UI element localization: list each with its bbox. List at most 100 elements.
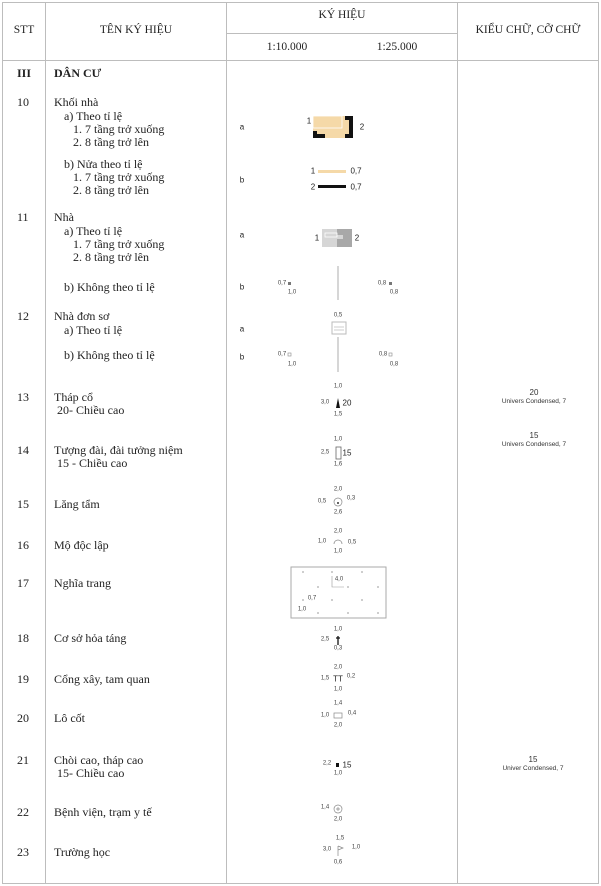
symbol-name-line: 1. 7 tầng trở xuống	[73, 237, 165, 251]
building-line-dark	[318, 185, 346, 188]
tower-icon	[336, 398, 340, 408]
dimension-label: 15	[342, 448, 352, 458]
dimension-label: 1,0	[317, 538, 327, 545]
dimension-label: 0,8	[377, 280, 387, 287]
row-number: 19	[17, 672, 29, 686]
font-style-name: Univer Condensed, 7	[502, 765, 564, 772]
row-number: 13	[17, 390, 29, 404]
dimension-label: 2,0	[333, 486, 343, 493]
dimension-label: 0,6	[333, 859, 343, 866]
variant-letter: a	[239, 324, 245, 334]
dimension-label: 0,7	[277, 280, 287, 287]
dimension-label: 2,6	[333, 509, 343, 516]
symbol-name-line: Trường học	[54, 845, 111, 859]
tomb-icon	[333, 497, 343, 507]
symbol-name-line: b) Không theo tỉ lệ	[64, 348, 155, 362]
dimension-label: 1,4	[320, 804, 330, 811]
row-number: 18	[17, 631, 29, 645]
dimension-label: 2	[354, 233, 360, 243]
monument-icon	[335, 446, 342, 460]
dimension-label: 2,5	[320, 636, 330, 643]
dimension-label: 1,5	[335, 835, 345, 842]
dimension-label: 0,8	[378, 351, 388, 358]
symbol-name-line: Lô cốt	[54, 711, 85, 725]
symbol-name-line: Cổng xây, tam quan	[54, 672, 150, 686]
header-scale-10000: 1:10.000	[266, 41, 308, 53]
dimension-label: 1,4	[333, 700, 343, 707]
dimension-label: 4,0	[334, 576, 344, 583]
school-flag-icon	[337, 845, 344, 856]
symbol-name-line: Chòi cao, tháp cao	[54, 753, 144, 767]
dimension-label: 1	[306, 116, 312, 126]
dimension-label: 3,0	[320, 399, 330, 406]
symbol-name-line: Nhà	[54, 210, 74, 224]
variant-letter: a	[239, 230, 245, 240]
dimension-label: 1,0	[333, 686, 343, 693]
bunker-icon	[333, 712, 343, 719]
dimension-label: 2	[359, 122, 365, 132]
grave-icon	[333, 539, 343, 545]
row-number: 15	[17, 497, 29, 511]
dimension-label: 1,0	[333, 770, 343, 777]
symbol-name-line: 1. 7 tầng trở xuống	[73, 122, 165, 136]
symbol-name-line: 20- Chiều cao	[57, 403, 125, 417]
symbol-name-line: 15- Chiều cao	[57, 766, 125, 780]
dimension-label: 0,4	[347, 710, 357, 717]
variant-letter: b	[239, 352, 245, 362]
hospital-icon	[333, 804, 343, 814]
header-symbol: KÝ HIỆU	[318, 9, 366, 21]
building-line-light	[318, 170, 346, 173]
symbol-name-line: a) Theo tỉ lệ	[64, 323, 123, 337]
dimension-label: 0,8	[389, 289, 399, 296]
dimension-label: 0,5	[333, 312, 343, 319]
dimension-label: 1,0	[320, 712, 330, 719]
dimension-label: 0,3	[346, 495, 356, 502]
variant-letter: b	[239, 282, 245, 292]
symbol-name-line: a) Theo tỉ lệ	[64, 109, 123, 123]
section-number: III	[17, 66, 32, 80]
row-number: 10	[17, 95, 29, 109]
header-subdivider	[226, 33, 457, 34]
symbol-name-line: Bệnh viện, trạm y tế	[54, 805, 152, 819]
dimension-label: 1,6	[333, 461, 343, 468]
dimension-label: 20	[342, 398, 352, 408]
row-number: 21	[17, 753, 29, 767]
dimension-label: 3,0	[322, 846, 332, 853]
row-number: 11	[17, 210, 29, 224]
dimension-label: 2,0	[333, 816, 343, 823]
dimension-label: 2	[310, 182, 316, 192]
symbol-name-line: b) Nửa theo tỉ lệ	[64, 157, 143, 171]
symbol-name-line: 15 - Chiều cao	[57, 456, 128, 470]
row-number: 20	[17, 711, 29, 725]
column-divider	[226, 2, 227, 884]
dimension-label: 1,0	[333, 383, 343, 390]
table-border-top	[2, 2, 599, 3]
watchtower-icon	[336, 763, 339, 767]
symbol-name-line: Tháp cổ	[54, 390, 93, 404]
dimension-label: 0,5	[347, 539, 357, 546]
dimension-label: 1,0	[297, 606, 307, 613]
variant-letter: b	[239, 175, 245, 185]
dimension-label: 1,0	[333, 626, 343, 633]
dimension-label: 2,2	[322, 760, 332, 767]
row-number: 17	[17, 576, 29, 590]
dimension-label: 15	[342, 760, 352, 770]
dimension-label: 1,5	[320, 675, 330, 682]
dimension-label: 0,7	[307, 595, 317, 602]
small-house-icon	[389, 282, 392, 285]
row-number: 22	[17, 805, 29, 819]
symbol-name-line: Cơ sở hỏa táng	[54, 631, 127, 645]
header-scale-25000: 1:25.000	[376, 41, 418, 53]
dimension-label: 1	[314, 233, 320, 243]
dimension-label: 0,7	[277, 351, 287, 358]
hut-symbol	[331, 321, 347, 335]
dimension-label: 1,0	[287, 361, 297, 368]
row-number: 23	[17, 845, 29, 859]
dimension-label: 1,0	[287, 289, 297, 296]
dimension-label: 2,5	[320, 449, 330, 456]
section-title: DÂN CƯ	[54, 66, 102, 80]
font-sample-text: 15	[529, 431, 539, 440]
symbol-name-line: 2. 8 tầng trở lên	[73, 135, 149, 149]
